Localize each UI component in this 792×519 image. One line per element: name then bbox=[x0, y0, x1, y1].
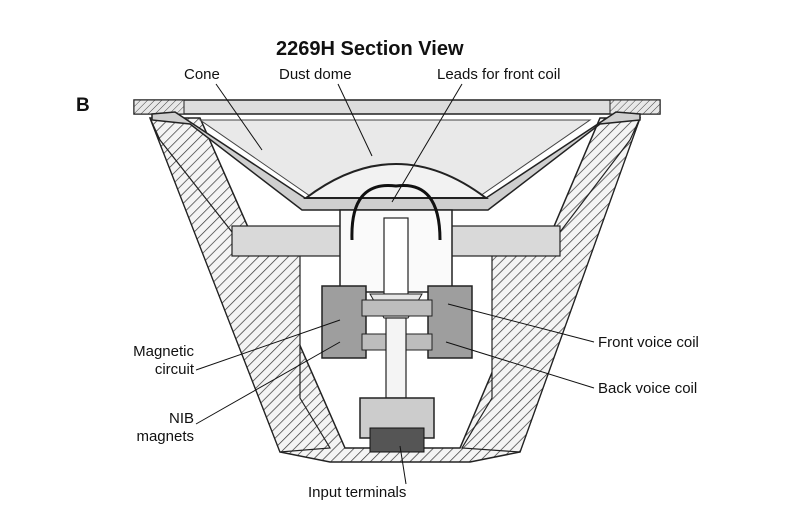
panel-letter: B bbox=[76, 95, 90, 116]
label-leads-front-coil: Leads for front coil bbox=[437, 66, 561, 83]
center-stem bbox=[385, 317, 407, 399]
front-voice-coil bbox=[361, 299, 433, 317]
magnet-right bbox=[427, 285, 473, 359]
terminal-cap bbox=[369, 427, 425, 453]
front-coil-leads bbox=[350, 183, 442, 241]
figure-title: 2269H Section View bbox=[276, 38, 464, 60]
basket-left-wall bbox=[149, 117, 332, 453]
dust-dome bbox=[303, 163, 489, 199]
label-back-voice-coil: Back voice coil bbox=[598, 380, 698, 397]
spider-right bbox=[449, 225, 561, 257]
label-nib-magnets-line2: magnets bbox=[136, 428, 194, 445]
label-magnetic-circuit-line1: Magnetic bbox=[133, 343, 194, 360]
label-front-voice-coil: Front voice coil bbox=[598, 334, 699, 351]
label-nib-magnets-line1: NIB bbox=[168, 410, 194, 427]
pole-piece bbox=[383, 217, 409, 295]
label-input-terminals: Input terminals bbox=[308, 484, 407, 501]
leader-lines bbox=[195, 83, 595, 485]
label-dust-dome: Dust dome bbox=[279, 66, 352, 83]
label-magnetic-circuit: Magnetic circuit bbox=[98, 343, 194, 379]
magnet-left bbox=[321, 285, 367, 359]
spider-left bbox=[231, 225, 343, 257]
label-cone: Cone bbox=[184, 66, 220, 83]
gasket-left bbox=[133, 99, 185, 115]
label-magnetic-circuit-line2: circuit bbox=[154, 361, 194, 378]
label-nib-magnets: NIB magnets bbox=[108, 410, 194, 446]
frame-rim bbox=[133, 99, 661, 115]
